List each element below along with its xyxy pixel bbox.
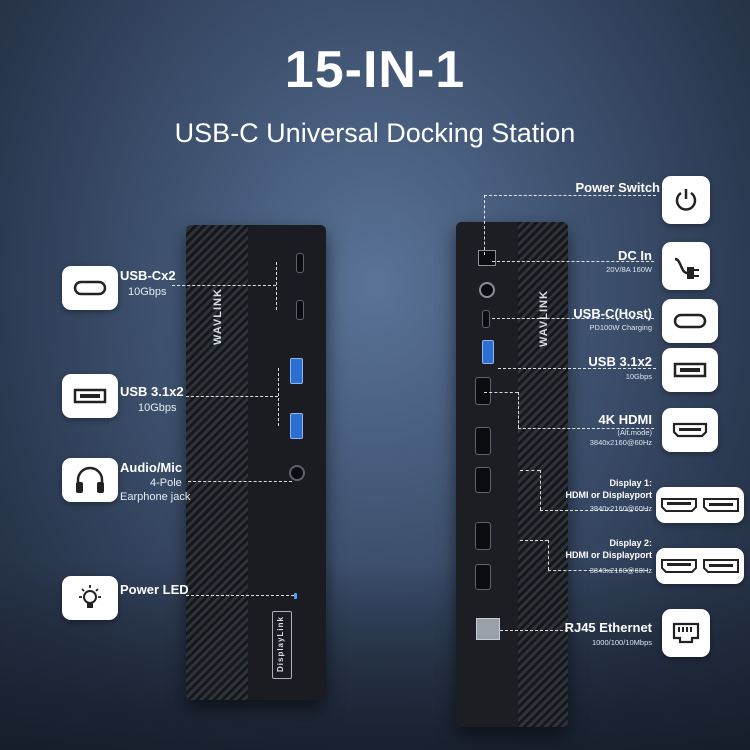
leader-line — [186, 396, 278, 397]
rear-dc-in — [479, 282, 495, 298]
right-label-display1-type: HDMI or Displayport — [565, 490, 652, 500]
dc-plug-icon — [662, 242, 710, 290]
rear-rj45-port — [476, 618, 500, 640]
rear-display1-dp — [475, 467, 491, 493]
front-brand-logo: WAVLINK — [212, 288, 224, 345]
front-usb-a-port-2 — [290, 413, 303, 439]
usb-a-icon — [62, 374, 118, 418]
front-rib-texture — [186, 225, 248, 700]
rear-hdmi-port — [475, 377, 491, 405]
front-usb-c-port-2 — [296, 300, 304, 320]
floor-shadow — [0, 560, 750, 750]
right-detail-ethernet: 1000/100/10Mbps — [591, 638, 652, 647]
front-usb-a-port-1 — [290, 358, 303, 384]
front-usb-c-port-1 — [296, 253, 304, 273]
page-subtitle: USB-C Universal Docking Station — [174, 118, 576, 148]
leader-line — [520, 470, 540, 471]
rear-rib-texture — [518, 222, 568, 727]
dock-rear-view: WAVLINK — [456, 222, 568, 727]
right-detail-hdmi-2: 3840x2160@60Hz — [589, 438, 652, 447]
right-detail-hdmi-1: (Alt.mode) — [617, 428, 652, 437]
rear-display2-hdmi — [475, 522, 491, 550]
leader-line — [548, 570, 648, 571]
leader-line — [484, 392, 518, 393]
rear-display2-dp — [475, 564, 491, 590]
right-detail-usbc-host: PD100W Charging — [589, 323, 652, 332]
dock-front-view: WAVLINK DisplayLink — [186, 225, 326, 700]
right-detail-dcin: 20V/8A 160W — [606, 265, 652, 274]
hdmi-icon — [662, 408, 718, 452]
right-label-hdmi: 4K HDMI — [598, 412, 652, 427]
leader-line — [548, 540, 549, 570]
rear-usb-a-port-1 — [482, 340, 494, 364]
leader-line — [492, 261, 654, 262]
front-power-led — [294, 593, 297, 599]
right-detail-display1: 3840x2160@60Hz — [589, 504, 652, 513]
left-label-usbc: USB-Cx2 — [120, 268, 176, 283]
leader-line — [540, 470, 541, 510]
right-detail-usba: 10Gbps — [625, 372, 652, 381]
leader-line — [276, 262, 277, 310]
leader-line — [498, 368, 656, 369]
right-label-usbc-host: USB-C(Host) — [573, 306, 652, 321]
light-bulb-icon — [62, 576, 118, 620]
usb-a-icon — [662, 348, 718, 392]
page-title: 15-IN-1 — [284, 41, 466, 99]
right-label-usba: USB 3.1x2 — [588, 354, 652, 369]
leader-line — [518, 392, 519, 428]
usb-c-icon — [662, 299, 718, 343]
ethernet-icon — [662, 609, 710, 657]
leader-line — [186, 595, 294, 596]
headphones-icon — [62, 458, 118, 502]
right-label-dcin: DC In — [618, 248, 652, 263]
leader-line — [484, 195, 656, 196]
right-label-display1: Display 1: — [609, 478, 652, 488]
left-label-led: Power LED — [120, 582, 189, 597]
right-label-display2-type: HDMI or Displayport — [565, 550, 652, 560]
displaylink-badge: DisplayLink — [272, 611, 292, 679]
leader-line — [518, 428, 654, 429]
rear-display1-hdmi — [475, 427, 491, 455]
hdmi-displayport-icon — [656, 548, 744, 584]
hdmi-displayport-icon — [656, 487, 744, 523]
left-detail-usba: 10Gbps — [138, 402, 177, 414]
left-label-usba: USB 3.1x2 — [120, 384, 184, 399]
power-icon — [662, 176, 710, 224]
leader-line — [188, 481, 292, 482]
leader-line — [492, 318, 654, 319]
right-label-display2: Display 2: — [609, 538, 652, 548]
left-detail-usbc: 10Gbps — [128, 286, 167, 298]
right-label-power: Power Switch — [575, 180, 660, 195]
leader-line — [278, 368, 279, 426]
left-detail-audio-1: 4-Pole — [150, 477, 182, 489]
right-label-ethernet: RJ45 Ethernet — [564, 620, 652, 635]
front-audio-jack — [289, 465, 305, 481]
usb-c-icon — [62, 266, 118, 310]
leader-line — [484, 195, 485, 255]
left-label-audio: Audio/Mic — [120, 460, 183, 475]
left-detail-audio-2: Earphone jack — [120, 491, 191, 503]
leader-line — [520, 540, 548, 541]
rear-power-switch — [478, 250, 496, 266]
leader-line — [172, 285, 276, 286]
leader-line — [500, 630, 568, 631]
rear-usb-c-host — [482, 310, 490, 328]
leader-line — [540, 510, 648, 511]
front-port-panel — [248, 225, 326, 700]
